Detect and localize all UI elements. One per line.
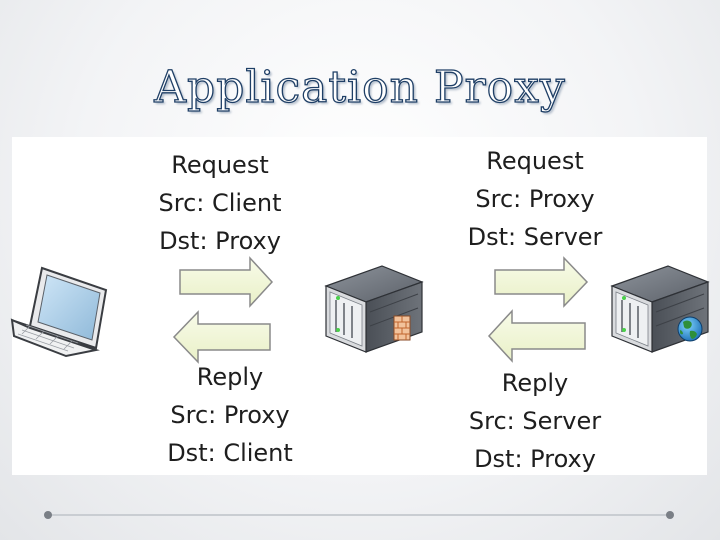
globe-icon: [678, 317, 702, 341]
footer-dot-left: [44, 511, 52, 519]
left-request-arrow: [180, 258, 272, 306]
right-request-arrow: [495, 258, 587, 306]
left-reply-arrow: [174, 312, 270, 362]
footer-rule: [50, 514, 670, 516]
firewall-icon: [394, 316, 410, 340]
footer-dot-right: [666, 511, 674, 519]
right-reply-arrow: [489, 311, 585, 361]
laptop-icon: [12, 268, 106, 356]
